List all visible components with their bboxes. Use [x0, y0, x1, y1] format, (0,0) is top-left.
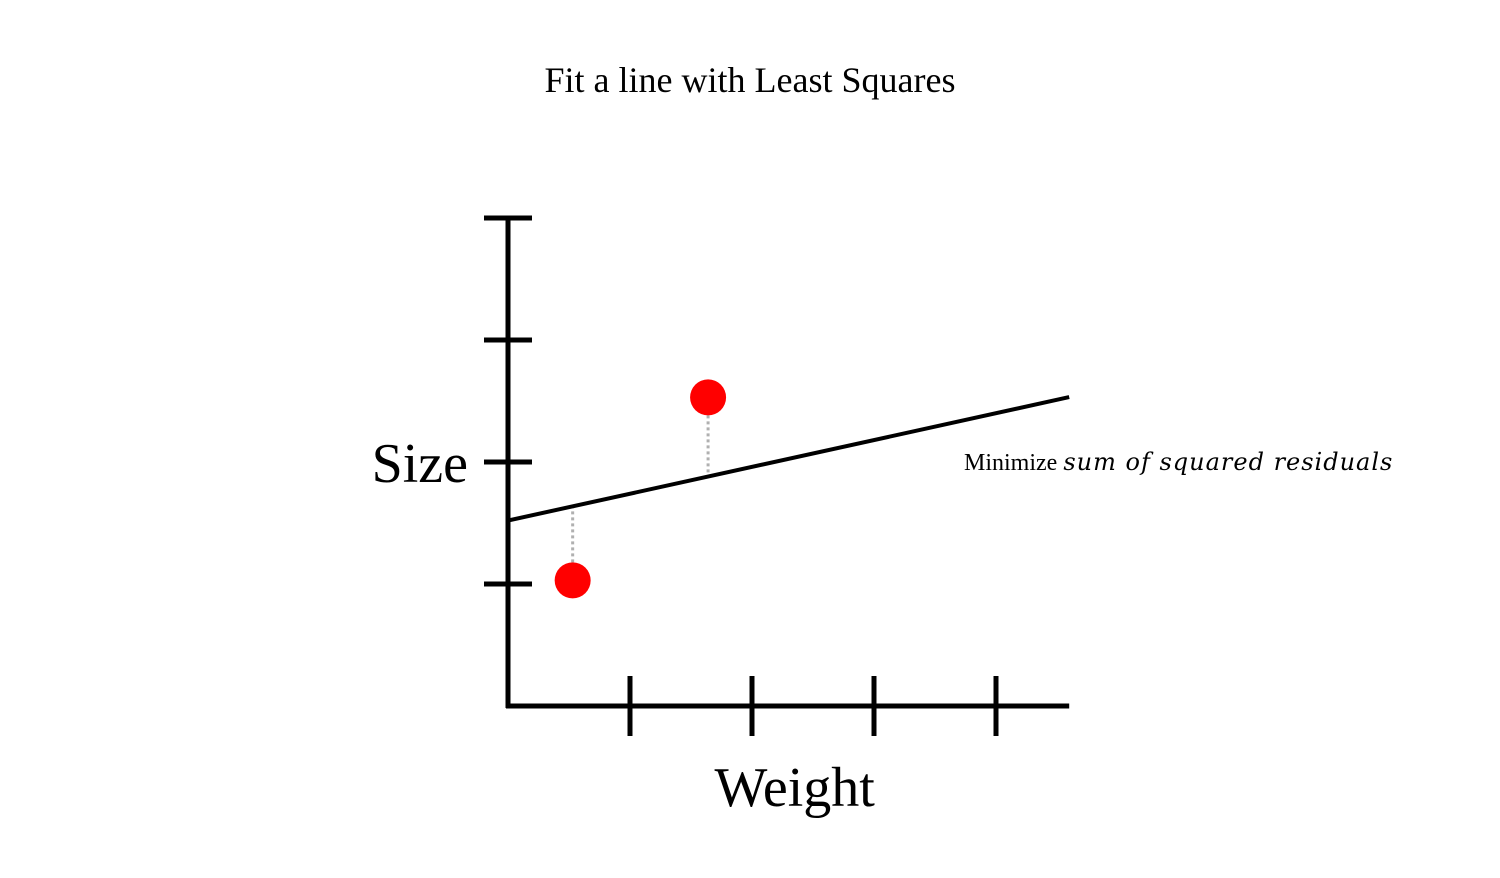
- data-points: [554, 379, 727, 599]
- annotation-plain: Minimize: [964, 450, 1063, 476]
- y-axis-label: Size: [372, 433, 468, 495]
- annotation: Minimize sum of squared residuals: [964, 448, 1393, 476]
- residual-lines: [571, 397, 710, 581]
- title-strong: Least Squares: [755, 60, 956, 100]
- fit-line: [507, 395, 1070, 523]
- figure-title: Fit a line with Least Squares: [545, 60, 956, 100]
- x-axis-label: Weight: [715, 757, 876, 819]
- annotation-italic: sum of squared residuals: [1063, 448, 1393, 476]
- axis-ticks: [484, 215, 999, 736]
- data-point-2: [690, 379, 727, 416]
- data-point-1: [554, 562, 591, 599]
- title-plain: Fit a line with: [545, 60, 755, 100]
